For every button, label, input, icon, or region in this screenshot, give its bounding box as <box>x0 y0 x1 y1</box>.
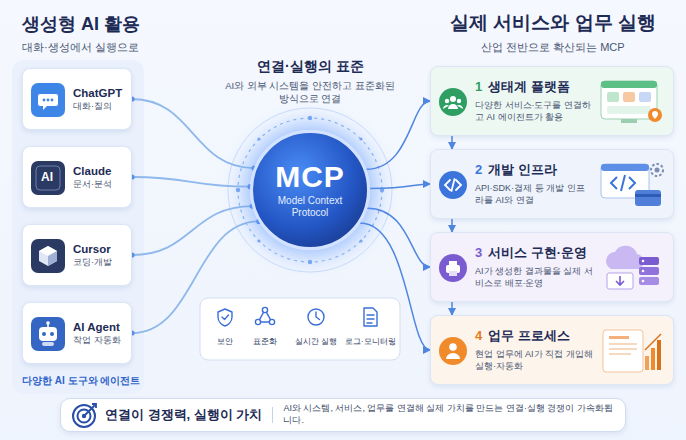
tool-card: Claude문서·분석 <box>22 146 132 208</box>
cursor-icon <box>31 239 65 273</box>
step-number: 1 <box>475 79 482 94</box>
connector <box>451 136 453 149</box>
group-caption: 다양한 AI 도구와 에이전트 <box>22 374 140 388</box>
connector <box>451 219 453 232</box>
section-subtitle: 대화·생성에서 실행으로 <box>22 40 139 55</box>
summary-bar: 연결이 경쟁력, 실행이 가치 AI와 시스템, 서비스, 업무를 연결해 실제 … <box>60 398 626 432</box>
step-number: 2 <box>475 162 482 177</box>
process-icon <box>439 337 467 365</box>
infra-illustration <box>599 160 665 210</box>
tool-card: Cursor코딩·개발 <box>22 224 132 286</box>
feature-label: 로그·모니터링 <box>345 336 396 347</box>
card-description: AI가 생성한 결과물을 실제 서비스로 배포·운영 <box>475 265 593 289</box>
infra-icon <box>439 171 467 199</box>
connector <box>132 206 252 255</box>
platform-illustration <box>599 77 665 127</box>
mcp-ring <box>238 118 382 262</box>
process-illustration <box>599 326 665 376</box>
connector <box>370 184 430 189</box>
usecase-card: 3 서비스 구현·운영 AI가 생성한 결과물을 실제 서비스로 배포·운영 <box>430 232 674 302</box>
section-heading: 생성형 AI 활용 <box>22 12 140 36</box>
summary-text: AI와 시스템, 서비스, 업무를 연결해 실제 가치를 만드는 연결·실행 경… <box>283 403 615 426</box>
usecase-card: 2 개발 인프라 API·SDK·결제 등 개발 인프라를 AI와 연결 <box>430 149 674 219</box>
service-illustration <box>599 243 665 293</box>
ecosystem-icon <box>439 88 467 116</box>
connector <box>360 223 430 350</box>
chatgpt-icon <box>31 83 65 117</box>
agent-icon <box>31 317 65 351</box>
tool-role: 문서·분석 <box>73 179 128 191</box>
section-heading: 실제 서비스와 업무 실행 <box>450 10 656 36</box>
tool-role: 코딩·개발 <box>73 257 128 269</box>
tool-name: AI Agent <box>73 320 128 335</box>
ring-dots <box>236 116 384 264</box>
divider <box>272 407 273 423</box>
summary-title: 연결이 경쟁력, 실행이 가치 <box>105 406 262 424</box>
connector <box>367 208 430 267</box>
tool-name: Claude <box>73 164 128 179</box>
tool-name: ChatGPT <box>73 86 128 101</box>
tool-card: AI Agent작업 자동화 <box>22 302 132 364</box>
connector <box>451 302 453 315</box>
feature-panel <box>200 298 400 360</box>
card-title: 개발 인프라 <box>488 162 556 179</box>
card-title: 생태계 플랫폼 <box>488 79 569 96</box>
feature-label: 표준화 <box>253 336 277 347</box>
connector <box>132 177 250 187</box>
usecase-card: 4 업무 프로세스현업 업무에 AI가 직접 개입해 실행·자동화 <box>430 315 674 385</box>
section-subtitle: 산업 전반으로 확산되는 MCP <box>481 40 625 55</box>
mcp-glow <box>210 90 410 290</box>
section-subtitle: AI와 외부 시스템을 안전하고 표준화된 방식으로 연결 <box>225 80 395 106</box>
card-title: 서비스 구현·운영 <box>488 245 587 262</box>
card-title-row: 2 개발 인프라 <box>475 162 593 179</box>
feature-icons <box>218 307 377 326</box>
step-number: 3 <box>475 245 482 260</box>
hub-subtitle: Model Context Protocol <box>270 195 350 219</box>
card-description: 현업 업무에 AI가 직접 개입해 실행·자동화 <box>475 348 593 372</box>
tool-role: 작업 자동화 <box>73 335 128 347</box>
target-icon <box>71 401 99 429</box>
mcp-circle: MCPModel Context Protocol <box>250 130 370 250</box>
tool-role: 대화·질의 <box>73 101 128 113</box>
step-number: 4 <box>475 328 482 343</box>
feature-label: 실시간 실행 <box>295 336 337 347</box>
card-title-row: 1 생태계 플랫폼 <box>475 79 593 96</box>
tool-name: Cursor <box>73 242 128 257</box>
mcp-ring <box>228 108 392 272</box>
connector <box>132 221 259 333</box>
card-title-row: 4 업무 프로세스 <box>475 328 593 345</box>
card-title: 업무 프로세스 <box>488 328 569 345</box>
card-title-row: 3 서비스 구현·운영 <box>475 245 593 262</box>
feature-label: 보안 <box>217 336 233 347</box>
tool-card: ChatGPT대화·질의 <box>22 68 132 130</box>
connector <box>132 99 254 168</box>
usecase-card: 1 생태계 플랫폼다양한 서비스·도구를 연결하고 AI 에이전트가 활용 <box>430 66 674 136</box>
section-heading: 연결·실행의 표준 <box>257 58 364 76</box>
card-description: 다양한 서비스·도구를 연결하고 AI 에이전트가 활용 <box>475 99 593 123</box>
left-panel <box>12 60 144 394</box>
service-icon <box>439 254 467 282</box>
claude-icon <box>31 161 65 195</box>
card-description: API·SDK·결제 등 개발 인프라를 AI와 연결 <box>475 182 593 206</box>
connector <box>366 101 430 169</box>
hub-title: MCP <box>275 161 345 193</box>
